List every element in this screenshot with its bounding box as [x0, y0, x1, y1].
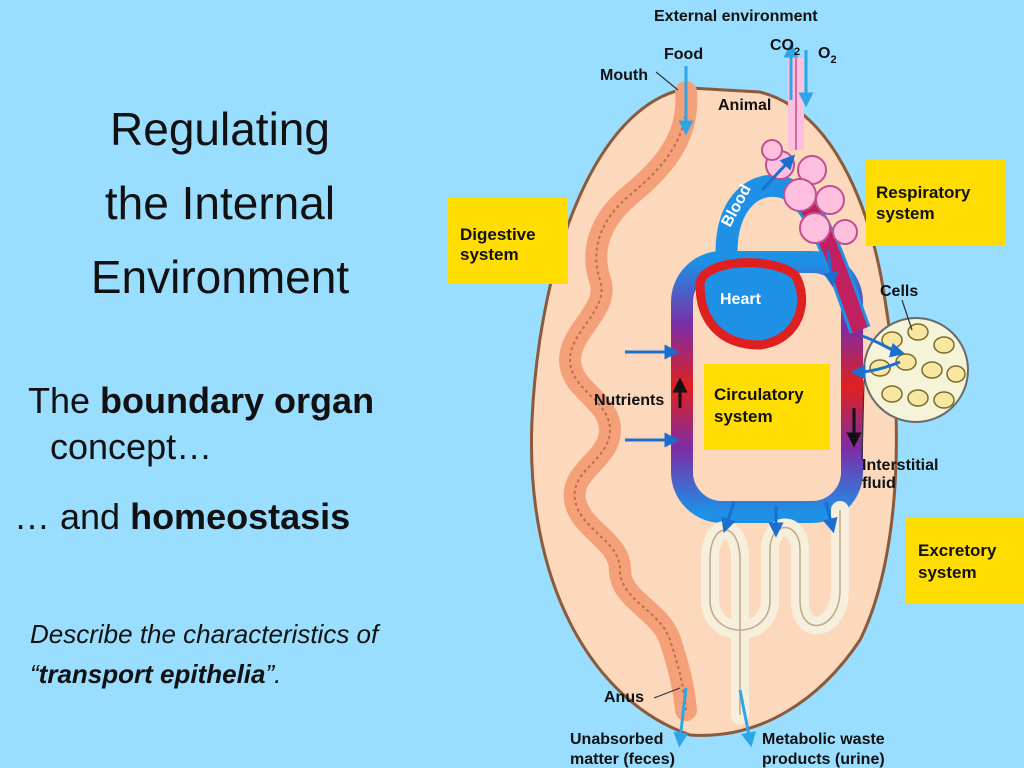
heart-label: Heart — [720, 291, 762, 308]
anus-label: Anus — [604, 689, 644, 706]
bullet1-bold: boundary organ — [100, 380, 375, 421]
title-line-3: Environment — [90, 251, 350, 303]
digestive-label-2: system — [460, 245, 519, 264]
unabsorbed-label-1: Unabsorbed — [570, 731, 663, 748]
kidney-outline — [709, 510, 841, 715]
circulatory-system-box — [704, 364, 830, 450]
bullet2-bold: homeostasis — [130, 496, 351, 537]
respiratory-system-box — [866, 160, 1006, 246]
unabsorbed-label-2: matter (feces) — [570, 751, 675, 768]
slide-title: Regulating the Internal Environment — [20, 92, 420, 314]
flow-arrows — [625, 42, 906, 748]
food-label: Food — [664, 46, 703, 63]
digestive-label-1: Digestive — [460, 225, 536, 244]
excretory-system-box — [906, 518, 1024, 604]
heart — [695, 258, 807, 350]
task-bold: transport epithelia — [38, 659, 266, 689]
task-line-2: “transport epithelia”. — [30, 654, 378, 694]
external-environment-label: External environment — [654, 8, 818, 25]
title-line-2: the Internal — [104, 177, 336, 229]
task-prompt: Describe the characteristics of “transpo… — [30, 614, 378, 694]
o2-label: O2 — [818, 45, 837, 66]
task-line-1: Describe the characteristics of — [30, 619, 379, 649]
gut-lining — [568, 91, 688, 711]
bullet1-suffix: concept… — [50, 426, 213, 467]
mouth-label: Mouth — [600, 67, 648, 84]
cells-label: Cells — [880, 283, 918, 300]
digestive-system-box — [448, 198, 568, 284]
nutrients-label: Nutrients — [594, 392, 664, 409]
leader-lines — [653, 71, 913, 699]
bullet2-prefix: … and — [14, 496, 131, 537]
interstitial-label-2: fluid — [862, 475, 896, 492]
excretory-label-1: Excretory — [918, 541, 997, 560]
metabolic-label-1: Metabolic waste — [762, 731, 885, 748]
bullet1-prefix: The — [28, 380, 101, 421]
respiratory-label-2: system — [876, 204, 935, 223]
circulatory-label-1: Circulatory — [714, 385, 804, 404]
cell-items — [869, 323, 966, 409]
co2-label: CO2 — [770, 37, 800, 58]
interstitial-label-1: Interstitial — [862, 457, 938, 474]
task-open-quote: “ — [30, 659, 39, 689]
circulatory-label-2: system — [714, 407, 773, 426]
task-close: ”. — [265, 659, 282, 689]
metabolic-label-2: products (urine) — [762, 751, 885, 768]
bullet-homeostasis: … and homeostasis — [14, 496, 350, 538]
excretory-label-2: system — [918, 563, 977, 582]
title-line-1: Regulating — [110, 103, 330, 155]
bullet-boundary-organ: The boundary organ concept… — [28, 378, 374, 470]
respiratory-label-1: Respiratory — [876, 183, 971, 202]
animal-label: Animal — [718, 97, 771, 114]
